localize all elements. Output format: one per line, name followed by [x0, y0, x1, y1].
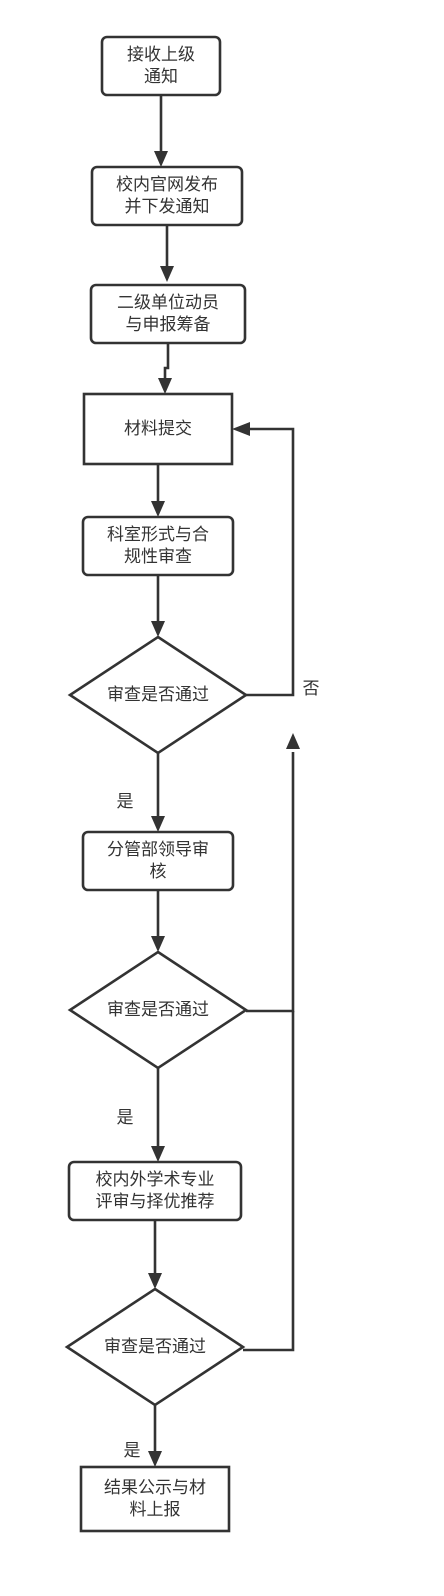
arrowhead — [160, 266, 174, 282]
decision-diamond — [67, 635, 249, 755]
node-label: 接收上级 — [127, 45, 195, 65]
node-label: 结果公示与材 — [104, 1478, 206, 1498]
node-label: 评审与择优推荐 — [96, 1192, 215, 1212]
edge-decision2-to-expert — [151, 1068, 165, 1162]
process-box — [89, 283, 247, 345]
node-decision-1: 审查是否通过 — [67, 635, 249, 755]
arrowhead — [151, 1146, 165, 1162]
arrowhead — [158, 378, 172, 394]
node-label: 分管部领导审 — [107, 840, 209, 860]
arrowhead — [286, 733, 300, 749]
node-label: 科室形式与合 — [107, 525, 209, 545]
edge-label-yes-2: 是 — [117, 1108, 134, 1128]
node-label: 料上报 — [130, 1500, 181, 1520]
edge-expert-to-decision3 — [148, 1220, 162, 1289]
node-label: 审查是否通过 — [107, 1000, 209, 1020]
arrowhead — [154, 151, 168, 167]
arrowhead — [148, 1273, 162, 1289]
node-submit-materials: 材料提交 — [82, 392, 234, 466]
edge-leader-to-decision2 — [151, 890, 165, 952]
arrowhead — [151, 816, 165, 832]
decision-diamond — [64, 1287, 246, 1407]
node-label: 校内官网发布 — [116, 175, 218, 195]
arrowhead — [232, 422, 250, 436]
nodes-layer: 接收上级通知校内官网发布并下发通知二级单位动员与申报筹备材料提交科室形式与合规性… — [64, 35, 249, 1533]
process-box — [79, 1465, 231, 1533]
edge-decision2-reject — [246, 733, 300, 1013]
edge-submit-to-review — [151, 464, 165, 517]
node-label: 材料提交 — [124, 419, 192, 439]
node-label: 并下发通知 — [125, 197, 210, 217]
edges-layer — [148, 95, 300, 1467]
process-box — [82, 392, 234, 466]
node-decision-2: 审查是否通过 — [67, 950, 249, 1070]
edge-decision1-to-leader — [151, 753, 165, 832]
edge-decision1-reject — [232, 422, 295, 697]
node-label: 二级单位动员 — [117, 293, 219, 313]
node-label: 校内外学术专业 — [96, 1170, 215, 1190]
arrowhead — [148, 1451, 162, 1467]
edge-receive-to-publish — [154, 95, 168, 167]
edge-label-yes-1: 是 — [117, 792, 134, 812]
edge-decision3-to-result — [148, 1405, 162, 1467]
edge-review-to-decision1 — [151, 575, 165, 637]
decision-diamond — [67, 950, 249, 1070]
arrowhead — [151, 936, 165, 952]
arrowhead — [151, 501, 165, 517]
process-box — [81, 515, 235, 577]
node-label: 规性审查 — [124, 547, 192, 567]
process-box — [100, 35, 222, 97]
node-label: 审查是否通过 — [107, 685, 209, 705]
process-box — [67, 1160, 243, 1222]
edge-mobilize-to-submit — [158, 343, 172, 394]
process-box — [90, 165, 244, 227]
node-label: 通知 — [144, 67, 178, 87]
node-label: 审查是否通过 — [104, 1337, 206, 1357]
edge-decision3-reject — [243, 1011, 295, 1352]
edge-label-yes-3: 是 — [124, 1441, 141, 1461]
edge-line — [163, 343, 170, 378]
edge-publish-to-mobilize — [160, 225, 174, 282]
node-decision-3: 审查是否通过 — [64, 1287, 246, 1407]
edge-line — [243, 1011, 295, 1352]
node-label: 核 — [150, 862, 167, 882]
process-box — [81, 830, 235, 892]
edge-line — [246, 427, 295, 697]
arrowhead — [151, 621, 165, 637]
edge-line — [246, 752, 295, 1013]
edge-label-no: 否 — [303, 679, 320, 699]
node-label: 与申报筹备 — [126, 315, 211, 335]
